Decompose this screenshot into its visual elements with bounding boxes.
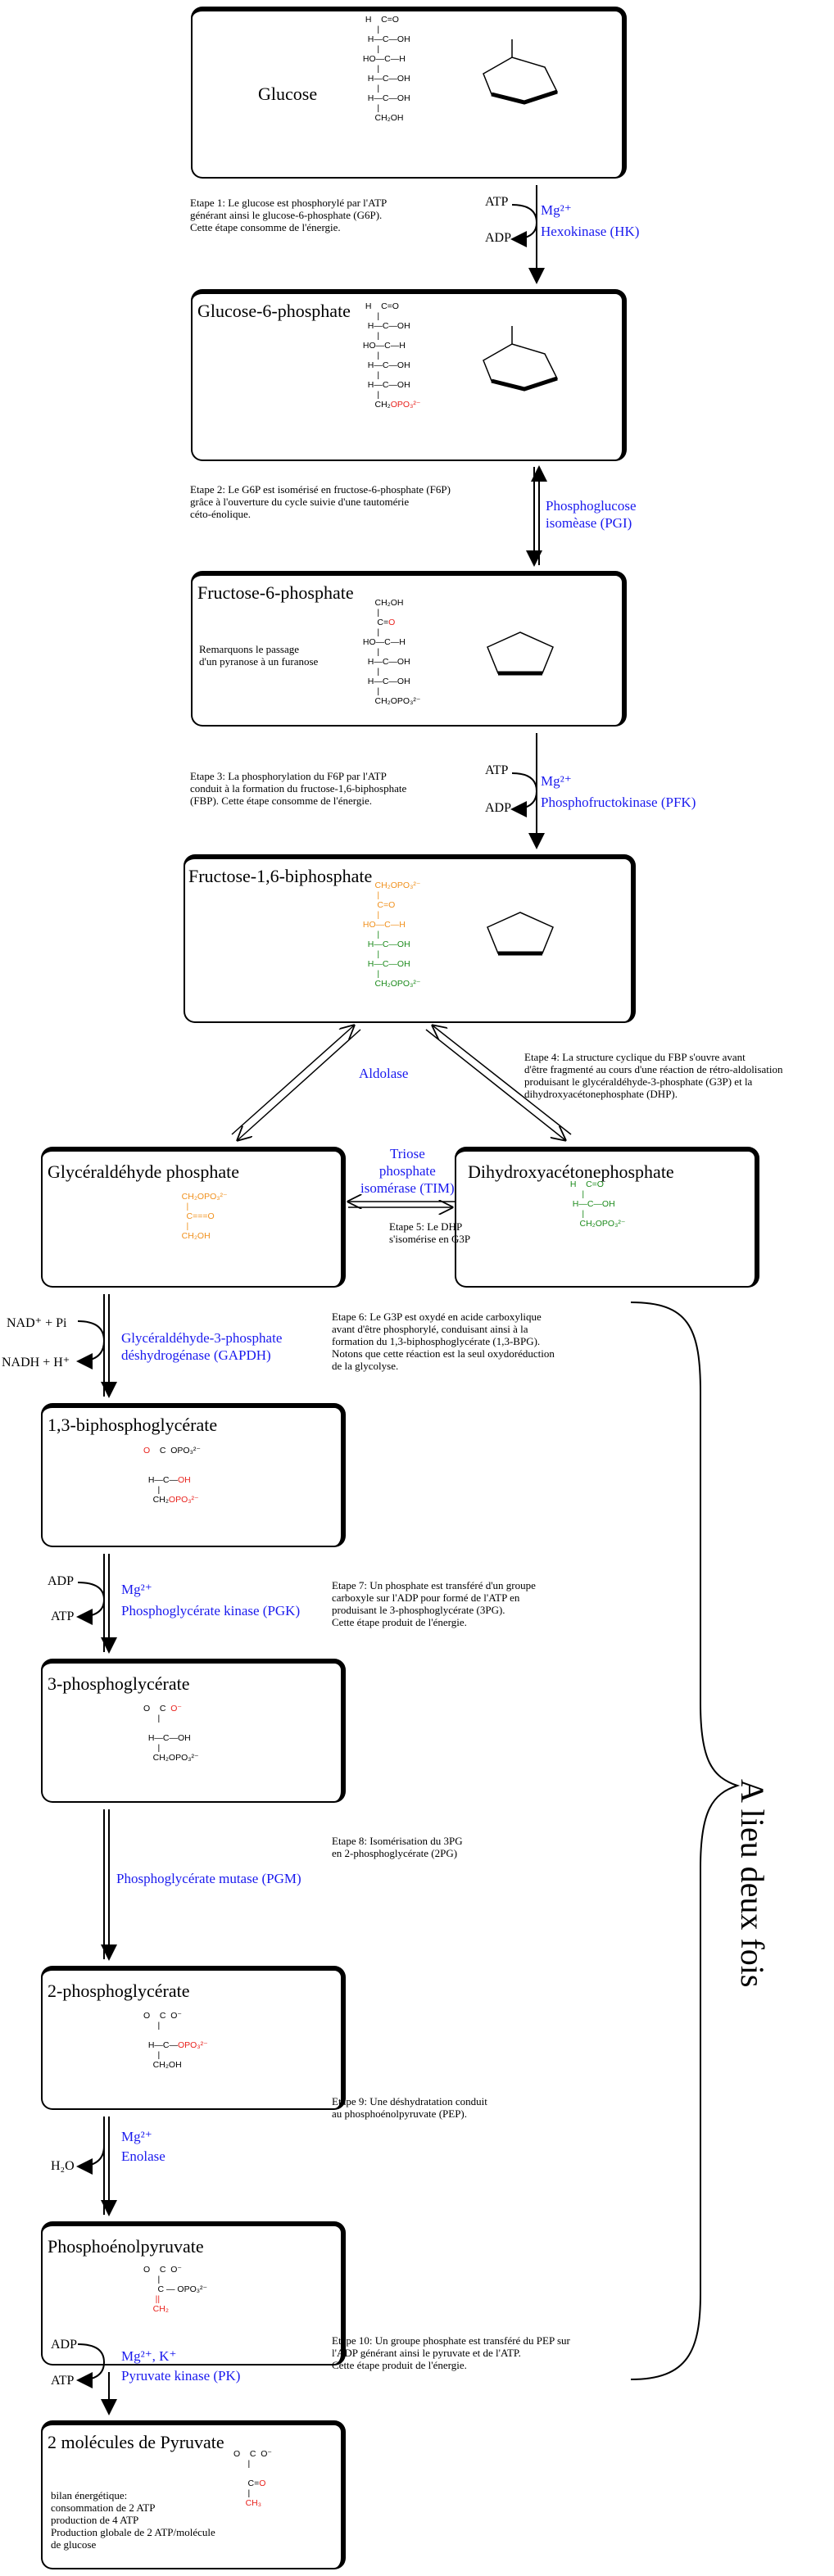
molecule-g6p-linear: H C=O | H—C—OH | HO—C—H | H—C—OH | H—C—O… <box>362 301 421 410</box>
box-dhap: Dihydroxyacétonephosphate <box>455 1147 759 1288</box>
enzyme-pgk-cofactor: Mg²⁺ <box>121 1582 152 1597</box>
note-step1: Etape 1: Le glucose est phosphorylé par … <box>190 197 388 233</box>
box-bpg13: 1,3-biphosphoglycérate <box>41 1403 346 1547</box>
note-step10: Etape 10: Un groupe phosphate est transf… <box>332 2334 570 2371</box>
repeat-brace <box>630 1302 741 2380</box>
molecule-fbp-linear: CH₂OPO₃²⁻ | C=O | HO—C—H | H—C—OH | H—C—… <box>362 881 421 989</box>
note-step6: Etape 6: Le G3P est oxydé en acide carbo… <box>332 1311 555 1372</box>
molecule-pg2: O C O⁻ | H—C—OPO₃²⁻ | CH₂OH <box>143 2011 208 2070</box>
ring-glucose <box>483 39 559 105</box>
title-dhap: Dihydroxyacétonephosphate <box>468 1161 674 1182</box>
molecule-glucose-linear: H C=O | H—C—OH | HO—C—H | H—C—OH | H—C—O… <box>362 15 410 123</box>
box-pg3: 3-phosphoglycérate <box>41 1659 346 1803</box>
enzyme-pgi: Phosphoglucose isomèase (PGI) <box>546 498 637 531</box>
note-step2: Etape 2: Le G6P est isomérisé en fructos… <box>190 483 451 520</box>
enzyme-gapdh: Glycéraldéhyde-3-phosphate déshydrogénas… <box>121 1330 283 1363</box>
title-g3p: Glycéraldéhyde phosphate <box>48 1161 239 1182</box>
molecule-bpg13: O C OPO₃²⁻ H—C—OH | CH₂OPO₃²⁻ <box>143 1446 201 1505</box>
enzyme-pfk-cofactor: Mg²⁺ <box>541 773 572 789</box>
note-step3: Etape 3: La phosphorylation du F6P par l… <box>190 770 407 807</box>
cofactor-atp-step3: ATP <box>485 763 509 777</box>
title-f16bp: Fructose-1,6-biphosphate <box>188 866 373 886</box>
box-f6p: Fructose-6-phosphate Remarquons le passa… <box>191 571 627 727</box>
box-g6p: Glucose-6-phosphate <box>191 289 627 461</box>
ring-fbp <box>487 912 554 956</box>
enzyme-enolase: Enolase <box>121 2148 165 2164</box>
molecule-g3p: CH₂OPO₃²⁻ | C===O | CH₂OH <box>181 1192 228 1241</box>
enzyme-hk-cofactor: Mg²⁺ <box>541 202 572 218</box>
cofactor-adp-step10: ADP <box>51 2338 78 2352</box>
note-step7: Etape 7: Un phosphate est transféré d'un… <box>332 1579 536 1628</box>
enzyme-enolase-cofactor: Mg²⁺ <box>121 2129 152 2144</box>
cofactor-atp-step1: ATP <box>485 195 509 209</box>
molecule-dhap: H C=O | H—C—OH | CH₂OPO₃²⁻ <box>569 1179 626 1229</box>
cofactor-atp-step10: ATP <box>51 2374 75 2388</box>
cofactor-adp-step3: ADP <box>485 801 512 815</box>
note-f6p-remark: Remarquons le passage d'un pyranose à un… <box>199 643 319 668</box>
note-step5: Etape 5: Le DHP s'isomérise en G3P <box>389 1220 471 1245</box>
note-bilan: bilan énergétique: consommation de 2 ATP… <box>51 2489 215 2551</box>
enzyme-pk: Pyruvate kinase (PK) <box>121 2368 241 2384</box>
cofactor-adp-step1: ADP <box>485 231 512 245</box>
title-g6p: Glucose-6-phosphate <box>197 301 351 321</box>
box-g3p: Glycéraldéhyde phosphate <box>41 1147 346 1288</box>
box-pyr: 2 molécules de Pyruvate bilan énergétiqu… <box>41 2420 346 2569</box>
title-pg3: 3-phosphoglycérate <box>48 1673 190 1694</box>
enzyme-pk-cofactor: Mg²⁺, K⁺ <box>121 2348 177 2364</box>
enzyme-pfk: Phosphofructokinase (PFK) <box>541 795 696 810</box>
ring-f6p <box>487 632 554 676</box>
enzyme-pgk: Phosphoglycérate kinase (PGK) <box>121 1603 301 1618</box>
title-glucose: Glucose <box>258 84 318 104</box>
title-pg2: 2-phosphoglycérate <box>48 1981 190 2001</box>
title-f6p: Fructose-6-phosphate <box>197 582 354 603</box>
title-pep: Phosphoénolpyruvate <box>48 2236 204 2257</box>
ring-g6p <box>483 326 559 392</box>
cofactor-atp-step7: ATP <box>51 1609 75 1623</box>
title-bpg13: 1,3-biphosphoglycérate <box>48 1415 218 1435</box>
molecule-pg3: O C O⁻ | H—C—OH | CH₂OPO₃²⁻ <box>143 1704 199 1763</box>
note-step4: Etape 4: La structure cyclique du FBP s'… <box>524 1051 783 1100</box>
title-pyr: 2 molécules de Pyruvate <box>48 2432 224 2452</box>
molecule-pyruvate: O C O⁻ | C=O | CH₃ <box>233 2449 272 2508</box>
box-f16bp: Fructose-1,6-biphosphate <box>184 854 636 1023</box>
cofactor-h2o: H₂O <box>51 2159 75 2173</box>
molecule-f6p-linear: CH₂OH | C=O | HO—C—H | H—C—OH | H—C—OH |… <box>362 598 421 706</box>
box-pg2: 2-phosphoglycérate <box>41 1966 346 2110</box>
molecule-pep: O C O⁻ | C — OPO₃²⁻ || CH₂ <box>143 2265 208 2314</box>
enzyme-pgm: Phosphoglycérate mutase (PGM) <box>116 1871 301 1886</box>
cofactor-nad: NAD⁺ + Pi <box>7 1316 67 1330</box>
cofactor-nadh: NADH + H⁺ <box>2 1356 70 1369</box>
enzyme-tim: Triose phosphate isomérase (TIM) <box>360 1146 455 1196</box>
cofactor-adp-step7: ADP <box>48 1574 75 1588</box>
note-step9: Etape 9: Une déshydratation conduit au p… <box>332 2095 487 2120</box>
note-step8: Etape 8: Isomérisation du 3PG en 2-phosp… <box>332 1835 463 1859</box>
enzyme-aldolase: Aldolase <box>359 1066 409 1081</box>
enzyme-hexokinase: Hexokinase (HK) <box>541 224 640 239</box>
box-pep: Phosphoénolpyruvate <box>41 2221 346 2365</box>
